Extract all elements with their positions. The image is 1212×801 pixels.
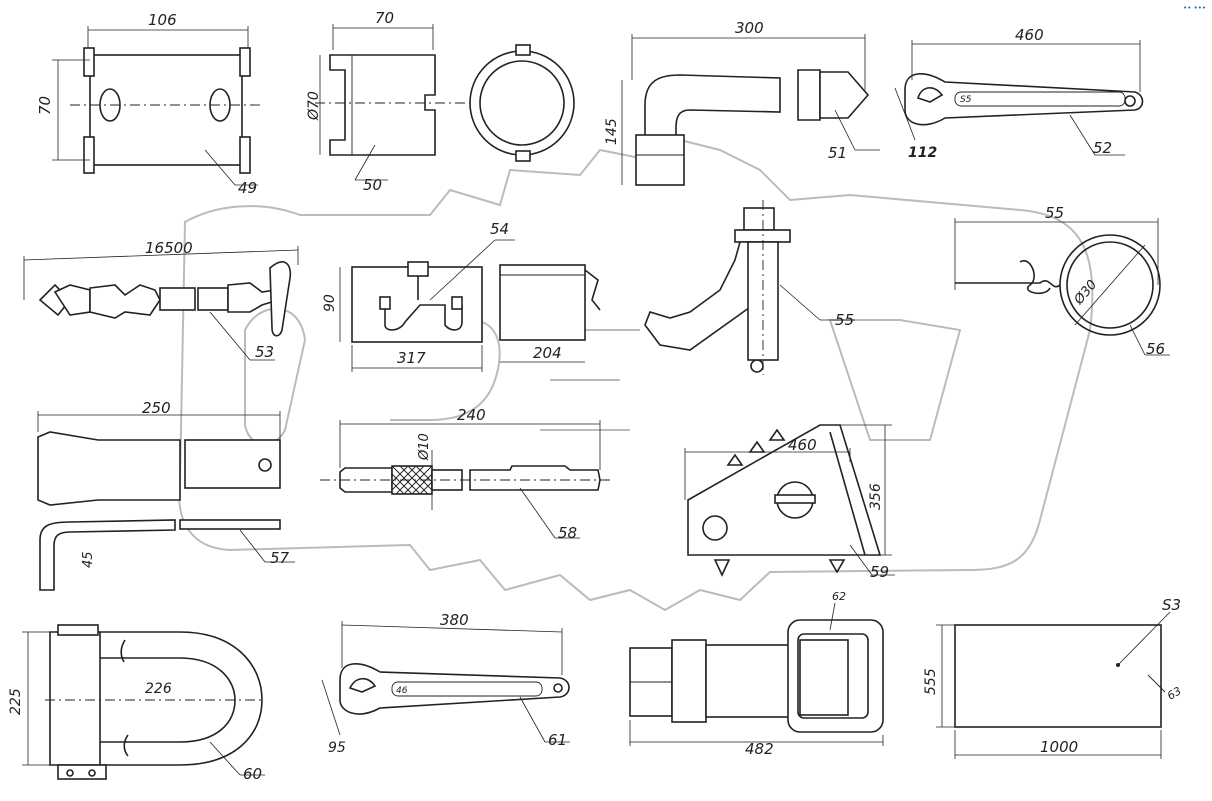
dim-63-thickness: S3: [1162, 596, 1181, 614]
part-54: [339, 239, 601, 372]
part-62: [629, 602, 884, 746]
dim-50-diameter: Ø70: [306, 91, 322, 121]
label-part-61: 61: [548, 731, 567, 749]
watermark: [178, 138, 1094, 612]
dim-53-length: 16500: [145, 239, 193, 257]
dim-61-jaw: 95: [328, 740, 346, 756]
dim-63-length: 1000: [1040, 738, 1078, 756]
label-part-50: 50: [363, 176, 382, 194]
part-60: [22, 624, 265, 780]
label-part-60: 60: [243, 765, 262, 783]
part-59: [684, 424, 895, 577]
part-55: [644, 200, 855, 375]
label-part-62: 62: [832, 590, 846, 603]
part-52: [894, 40, 1144, 156]
part-50: [315, 24, 575, 181]
dim-51-height: 145: [604, 118, 620, 145]
part-61: [321, 621, 570, 743]
dim-51-length: 300: [735, 19, 764, 37]
corner-mark: •• •••: [1183, 4, 1206, 12]
dim-56-length: 55: [1045, 204, 1064, 222]
label-part-54: 54: [490, 220, 509, 238]
dim-56-diameter: Ø30: [1071, 277, 1100, 308]
dim-62-length: 482: [745, 740, 774, 758]
dim-59-length: 460: [788, 436, 817, 454]
part-58: [320, 420, 610, 539]
dim-52-length: 460: [1015, 26, 1044, 44]
label-part-52: 52: [1093, 139, 1112, 157]
dim-61-mark: 46: [396, 686, 408, 696]
dim-52-jaw: 112: [908, 145, 937, 161]
dim-61-length: 380: [440, 611, 469, 629]
part-51: [621, 34, 880, 186]
label-part-59: 59: [870, 563, 889, 581]
dim-57-height: 45: [81, 551, 96, 568]
dim-54-length: 317: [397, 349, 426, 367]
label-part-55: 55: [835, 311, 854, 329]
part-56: [954, 218, 1170, 356]
dim-60-length: 226: [145, 681, 172, 697]
dim-57-length: 250: [142, 399, 171, 417]
dim-49-width: 106: [148, 11, 177, 29]
dim-59-height: 356: [868, 483, 884, 510]
part-49: [52, 26, 260, 186]
dim-54-width: 204: [533, 344, 562, 362]
dim-58-diameter: Ø10: [417, 433, 432, 461]
label-part-53: 53: [255, 343, 274, 361]
label-part-57: 57: [270, 549, 290, 567]
label-part-63: 63: [1165, 684, 1184, 702]
label-part-58: 58: [558, 524, 577, 542]
dim-52-mark: S5: [960, 95, 972, 105]
label-part-51: 51: [828, 144, 847, 162]
part-57: [37, 411, 295, 591]
dim-58-length: 240: [457, 406, 486, 424]
dim-49-height: 70: [36, 96, 54, 115]
label-part-56: 56: [1146, 340, 1165, 358]
part-63: [936, 611, 1171, 759]
dim-60-height: 225: [8, 688, 24, 715]
dim-63-height: 555: [923, 668, 939, 695]
label-part-49: 49: [238, 179, 257, 197]
dim-50-width: 70: [375, 9, 394, 27]
dim-54-height: 90: [322, 294, 338, 312]
part-53: [23, 246, 299, 361]
